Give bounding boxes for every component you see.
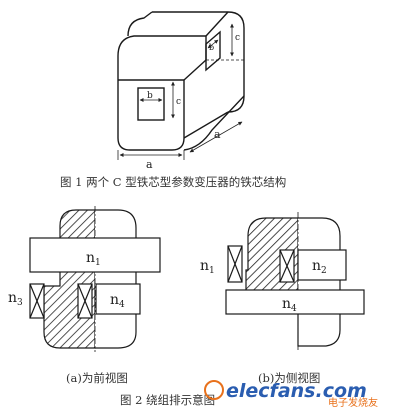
core-bottom-curve [183,95,245,151]
fig1-core [117,11,245,151]
fig1-dimensions [117,23,243,160]
side-n4-label: n4 [282,296,297,314]
label-a-side: a [214,128,221,141]
watermark-logo-icon [204,380,224,400]
side-n2-label: n2 [312,258,327,276]
side-n2-winding [297,249,347,281]
watermark: elecfans.com 电子发烧友 [204,380,378,409]
front-n1-winding [29,237,161,273]
back-window [205,30,221,72]
core-left-top-edge [117,35,206,80]
side-n1-x2 [227,245,243,283]
label-b-back: b [209,43,214,52]
fig2b-caption: (b)为侧视图 [258,371,320,385]
fig1-dim-labels: a a b c b c [146,33,240,171]
front-n3-label: n3 [8,290,23,308]
fig2b-labels: n1 n2 n4 [200,258,327,314]
front-n4-label: n4 [110,292,125,310]
fig2a-caption: (a)为前视图 [66,371,128,385]
core-top-right-edge [205,11,229,37]
front-core-hatched [43,209,96,349]
side-core-plain [297,217,341,347]
core-top-left-edge [127,11,153,37]
fig1-caption: 图 1 两个 C 型铁芯型参数变压器的铁芯结构 [60,175,286,189]
front-n4-x2 [77,283,93,319]
side-core-hatched [245,217,299,311]
core-back-outline [152,11,245,113]
front-n1-label: n1 [86,250,101,268]
label-a-front: a [146,158,153,171]
dim-b-back [207,39,219,49]
fig2-caption: 图 2 绕组排示意图 [120,393,215,407]
fig2a-labels: n1 n3 n4 [8,250,125,310]
fig2b-side-view [225,212,365,352]
front-core-plain [95,209,137,349]
label-c-back: c [235,33,240,43]
front-n4-winding [95,283,141,315]
side-n1-label: n1 [200,258,215,276]
watermark-cn: 电子发烧友 [328,396,378,409]
front-n3-x2 [29,283,45,319]
side-n2-x2 [279,249,295,283]
watermark-text: elecfans.com [226,380,367,402]
label-c-front: c [176,97,181,107]
fig2a-front-view [29,206,161,352]
label-b-front: b [147,91,153,101]
front-window [137,87,165,121]
core-front-outline [117,80,185,151]
side-n4-winding [225,289,365,315]
core-front-right-edge [183,59,207,81]
dim-a-side [189,121,243,153]
